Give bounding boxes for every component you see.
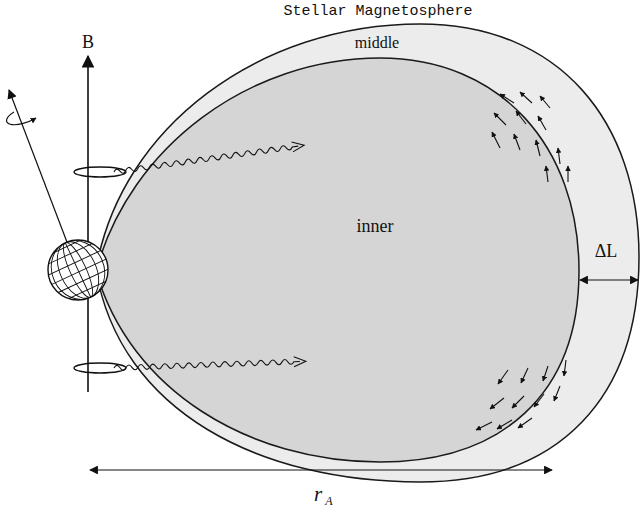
middle-region: middle inner [95, 22, 641, 486]
diagram-title: Stellar Magnetosphere [283, 3, 472, 20]
dimension-label: r [314, 482, 322, 507]
region-outline [95, 56, 581, 464]
region-label: inner [357, 216, 394, 237]
dimension-label: ΔL [595, 241, 618, 262]
dimension-subscript: A [325, 494, 332, 509]
inner-region: inner [95, 56, 581, 464]
field-label: B [82, 32, 94, 53]
region-label: middle [355, 34, 399, 52]
